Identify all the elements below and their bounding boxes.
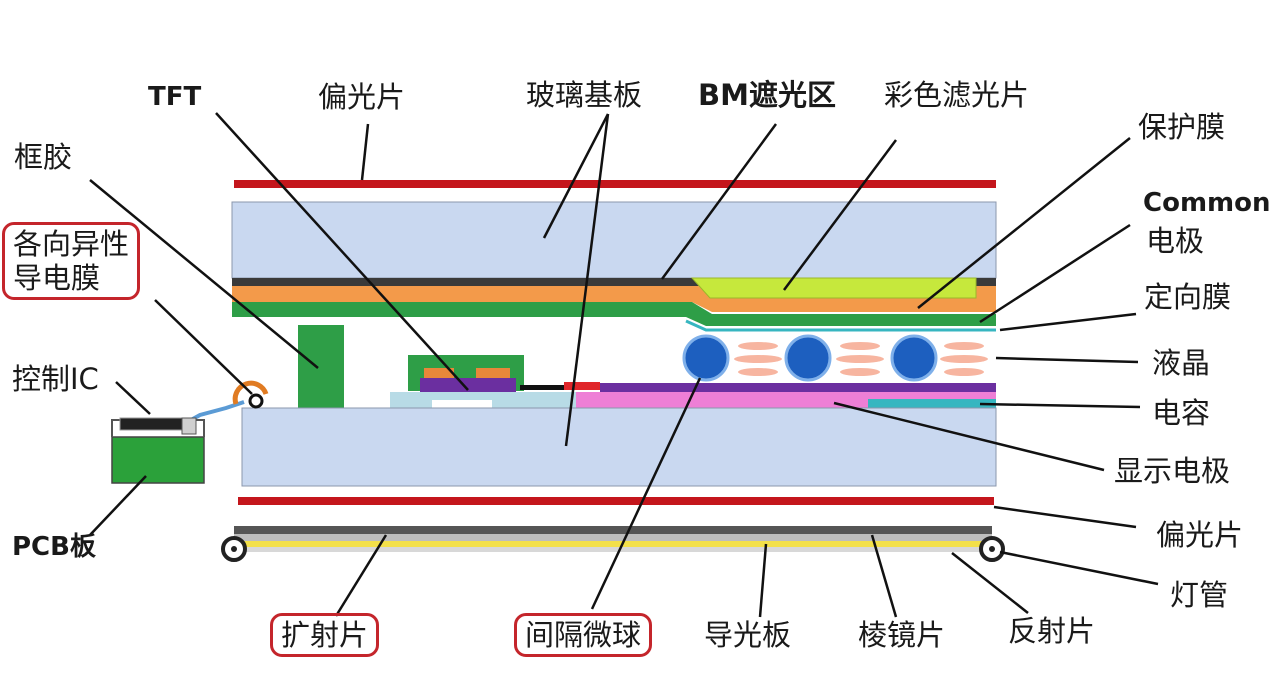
ic-connector xyxy=(181,417,197,435)
tft-orange-1 xyxy=(424,368,454,380)
acf-connector-dot xyxy=(248,393,264,409)
label-acf-box: 各向异性 导电膜 xyxy=(2,222,141,300)
label-color-filter: 彩色滤光片 xyxy=(884,78,1030,112)
prism-layer xyxy=(234,526,992,534)
label-glass-substrate: 玻璃基板 xyxy=(526,78,643,112)
acf-connector-arc xyxy=(232,380,269,405)
upper-glass-substrate xyxy=(231,201,997,279)
label-pcb: PCB板 xyxy=(12,532,96,562)
label-protective-film: 保护膜 xyxy=(1138,110,1226,144)
diffuser-layer xyxy=(234,541,992,547)
lamp-left-core xyxy=(231,546,237,552)
label-reflector: 反射片 xyxy=(1008,614,1096,648)
bm-layer xyxy=(232,278,996,286)
label-acf-line1: 各向异性 xyxy=(13,227,130,261)
light-guide-layer xyxy=(234,534,992,541)
spacer-ball-3 xyxy=(890,334,938,382)
label-frame-glue: 框胶 xyxy=(14,140,73,174)
spacer-ball-1 xyxy=(682,334,730,382)
lower-glass-substrate xyxy=(241,407,997,487)
label-polarizer-bottom: 偏光片 xyxy=(1156,518,1244,552)
tft-purple xyxy=(420,378,516,392)
label-diffuser-box: 扩射片 xyxy=(270,613,380,657)
label-common-electrode: 电极 xyxy=(1146,224,1205,258)
label-alignment-film: 定向膜 xyxy=(1144,280,1232,314)
alignment-film-layer xyxy=(685,319,996,332)
reflector-layer xyxy=(234,547,992,552)
label-prism: 棱镜片 xyxy=(858,618,946,652)
label-light-guide: 导光板 xyxy=(704,618,792,652)
control-ic-chip xyxy=(119,417,183,431)
label-control-ic: 控制IC xyxy=(12,362,99,396)
leader-lines xyxy=(89,112,1159,618)
label-liquid-crystal: 液晶 xyxy=(1152,346,1211,380)
liquid-crystal-group xyxy=(734,342,988,376)
label-spacer-box: 间隔微球 xyxy=(514,613,653,657)
polarizer-top-layer xyxy=(234,180,996,188)
label-tft: TFT xyxy=(148,82,202,112)
label-bm-area: BM遮光区 xyxy=(698,78,836,112)
protective-film-layer xyxy=(232,302,996,326)
lamp-right-core xyxy=(989,546,995,552)
label-spacer: 间隔微球 xyxy=(525,618,642,652)
label-diffuser: 扩射片 xyxy=(281,618,369,652)
tft-red-line xyxy=(564,382,600,390)
label-lamp: 灯管 xyxy=(1170,578,1229,612)
pcb-board xyxy=(111,436,205,484)
spacer-ball-2 xyxy=(784,334,832,382)
label-common: Common xyxy=(1143,188,1271,218)
color-filter-layer xyxy=(690,277,977,299)
tft-black-line xyxy=(520,385,566,390)
label-polarizer-top: 偏光片 xyxy=(318,80,406,114)
purple-electrode-layer xyxy=(600,383,996,392)
frame-glue-block xyxy=(298,325,344,409)
tft-white-bar xyxy=(432,400,492,408)
label-capacitor: 电容 xyxy=(1152,396,1211,430)
capacitor-layer xyxy=(868,399,996,408)
label-display-electrode: 显示电极 xyxy=(1114,454,1231,488)
label-acf-line2: 导电膜 xyxy=(13,261,101,295)
polarizer-bottom-layer xyxy=(238,497,994,505)
tft-orange-2 xyxy=(476,368,510,380)
